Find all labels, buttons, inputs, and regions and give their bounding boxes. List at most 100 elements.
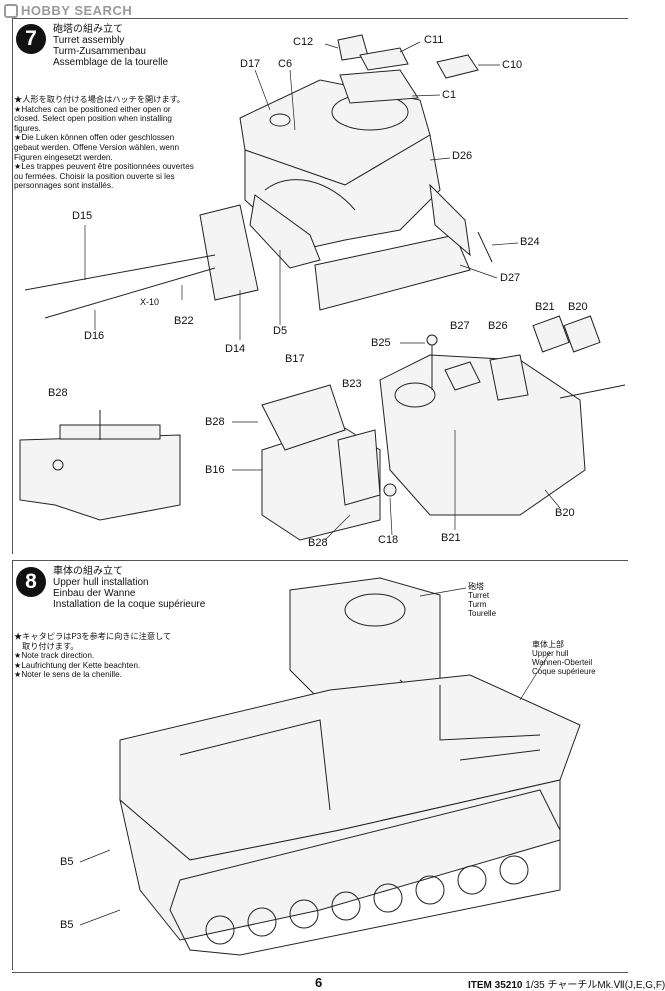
part-b21 xyxy=(532,315,570,353)
footer-kit-name: 1/35 チャーチルMk.Ⅶ(J,E,G,F) xyxy=(525,980,665,991)
step7-number: 7 xyxy=(25,27,37,50)
step8-drawing xyxy=(79,577,581,956)
part-c10 xyxy=(436,54,479,79)
label-b26: B26 xyxy=(488,320,508,332)
hull-side-fragment xyxy=(19,434,181,521)
step7-title-en: Turret assembly xyxy=(53,35,125,46)
step8-note-jp-1: ★キャタピラはP3を参考に向きに注意して xyxy=(14,632,172,641)
turret-callout-en: Turret xyxy=(468,591,490,600)
label-b28-left: B28 xyxy=(48,387,68,399)
step8-title-de: Einbau der Wanne xyxy=(53,588,136,599)
label-b28-mid: B28 xyxy=(205,416,225,428)
bottom-divider xyxy=(12,972,628,973)
step8-note-de: ★Laufrichtung der Kette beachten. xyxy=(14,660,141,670)
turret-side-d26 xyxy=(429,183,471,257)
label-d16: D16 xyxy=(84,330,105,342)
step8-title-fr: Installation de la coque supérieure xyxy=(53,599,206,610)
part-b20 xyxy=(563,315,601,353)
turret-callout: 砲塔 Turret Turm Tourelle xyxy=(468,582,496,618)
top-divider xyxy=(12,18,628,19)
label-d17: D17 xyxy=(240,58,261,70)
left-frame-step7 xyxy=(12,18,13,554)
step7-note-fr-2: ou fermées. Choisir la position ouverte … xyxy=(14,171,175,181)
label-x10: X-10 xyxy=(140,297,160,307)
label-b21-top: B21 xyxy=(535,301,555,313)
step7-note-en-3: figures. xyxy=(14,123,41,133)
gun-mantlet-d14 xyxy=(199,204,259,301)
track xyxy=(169,789,561,956)
page-number: 6 xyxy=(315,975,323,990)
step7-note-de-2: gebaut werden. Offene Version wählen, we… xyxy=(14,142,180,152)
label-b20-top: B20 xyxy=(568,301,588,313)
label-c11: C11 xyxy=(424,34,444,46)
step7-title-de: Turm-Zusammenbau xyxy=(53,46,146,57)
label-b23: B23 xyxy=(342,378,362,390)
left-frame-step8 xyxy=(12,560,13,970)
footer-item-info: ITEM 35210 1/35 チャーチルMk.Ⅶ(J,E,G,F) xyxy=(468,976,665,991)
turret-callout-fr: Tourelle xyxy=(468,609,497,618)
label-b22: B22 xyxy=(174,315,194,327)
label-c12: C12 xyxy=(293,36,314,48)
step7-title-jp: 砲塔の組み立て xyxy=(53,24,123,35)
footer-item-number: ITEM 35210 xyxy=(468,980,523,991)
label-b17: B17 xyxy=(285,353,305,365)
label-b24: B24 xyxy=(520,236,540,248)
step8-number-badge: 8 xyxy=(16,567,46,597)
step7-drawing xyxy=(19,34,626,541)
turret-side-d27 xyxy=(314,234,471,311)
step7-note-fr-3: personnages sont installés. xyxy=(14,181,114,191)
step8-title: 車体の組み立て Upper hull installation Einbau d… xyxy=(53,566,205,610)
step7-note: ★人形を取り付ける場合はハッチを開けます。 ★Hatches can be po… xyxy=(14,95,194,191)
step8-note-en: ★Note track direction. xyxy=(14,651,95,661)
mid-divider xyxy=(12,560,628,561)
upper-hull-callout-fr: Coque supérieure xyxy=(532,667,596,676)
gun-barrel-d16 xyxy=(44,267,216,319)
label-b21-bottom: B21 xyxy=(441,532,461,544)
gun-breech xyxy=(249,194,321,269)
label-b28-bottom: B28 xyxy=(308,537,328,549)
hatch-c11 xyxy=(359,47,409,71)
upper-hull-callout-jp: 車体上部 xyxy=(532,640,564,649)
watermark-logo-icon xyxy=(4,3,18,18)
label-d15: D15 xyxy=(72,210,93,222)
upper-hull-callout-en: Upper hull xyxy=(532,649,569,658)
box-side-b23 xyxy=(337,429,381,506)
step8-title-en: Upper hull installation xyxy=(53,577,149,588)
label-c10: C10 xyxy=(502,59,523,71)
step8-number: 8 xyxy=(25,570,37,593)
step7-note-fr-1: ★Les trappes peuvent être positionnées o… xyxy=(14,162,194,172)
box-lid-b17 xyxy=(261,384,346,451)
step7-number-badge: 7 xyxy=(16,24,46,54)
label-b5-upper: B5 xyxy=(60,856,74,868)
turret-callout-de: Turm xyxy=(468,600,487,609)
label-b27: B27 xyxy=(450,320,470,332)
label-d27: D27 xyxy=(500,272,521,284)
step8-note-fr: ★Noter le sens de la chenille. xyxy=(14,670,122,680)
label-c18: C18 xyxy=(378,534,399,546)
label-d5: D5 xyxy=(273,325,288,337)
step7-note-en-2: closed. Select open position when instal… xyxy=(14,114,172,124)
step7-note-de-1: ★Die Luken können offen oder geschlossen xyxy=(14,133,175,143)
watermark-text: HOBBY SEARCH xyxy=(21,3,133,18)
gun-barrel-d15 xyxy=(24,254,216,291)
turret-callout-jp: 砲塔 xyxy=(468,582,484,591)
watermark: HOBBY SEARCH xyxy=(4,3,132,18)
step7-title-fr: Assemblage de la tourelle xyxy=(53,57,169,68)
step7-note-de-3: Figuren eingesetzt werden. xyxy=(14,152,113,162)
label-b16: B16 xyxy=(205,464,225,476)
upper-hull-callout-de: Wannen-Oberteil xyxy=(532,658,593,667)
road-wheels xyxy=(205,855,529,945)
label-b25: B25 xyxy=(371,337,391,349)
step7-title: 砲塔の組み立て Turret assembly Turm-Zusammenbau… xyxy=(53,24,168,68)
label-b20-bottom: B20 xyxy=(555,507,575,519)
label-d14: D14 xyxy=(225,343,246,355)
step7-note-jp: ★人形を取り付ける場合はハッチを開けます。 xyxy=(14,95,186,104)
label-b5-lower: B5 xyxy=(60,919,74,931)
cupola-ring-c1 xyxy=(339,69,419,104)
rear-turret-view xyxy=(379,354,586,516)
step8-note-jp-2: 取り付けます。 xyxy=(22,641,79,651)
step7-note-en-1: ★Hatches can be positioned either open o… xyxy=(14,104,171,114)
step8-note: ★キャタピラはP3を参考に向きに注意して 取り付けます。 ★Note track… xyxy=(14,632,171,680)
label-d26: D26 xyxy=(452,150,473,162)
step8-title-jp: 車体の組み立て xyxy=(53,566,123,577)
